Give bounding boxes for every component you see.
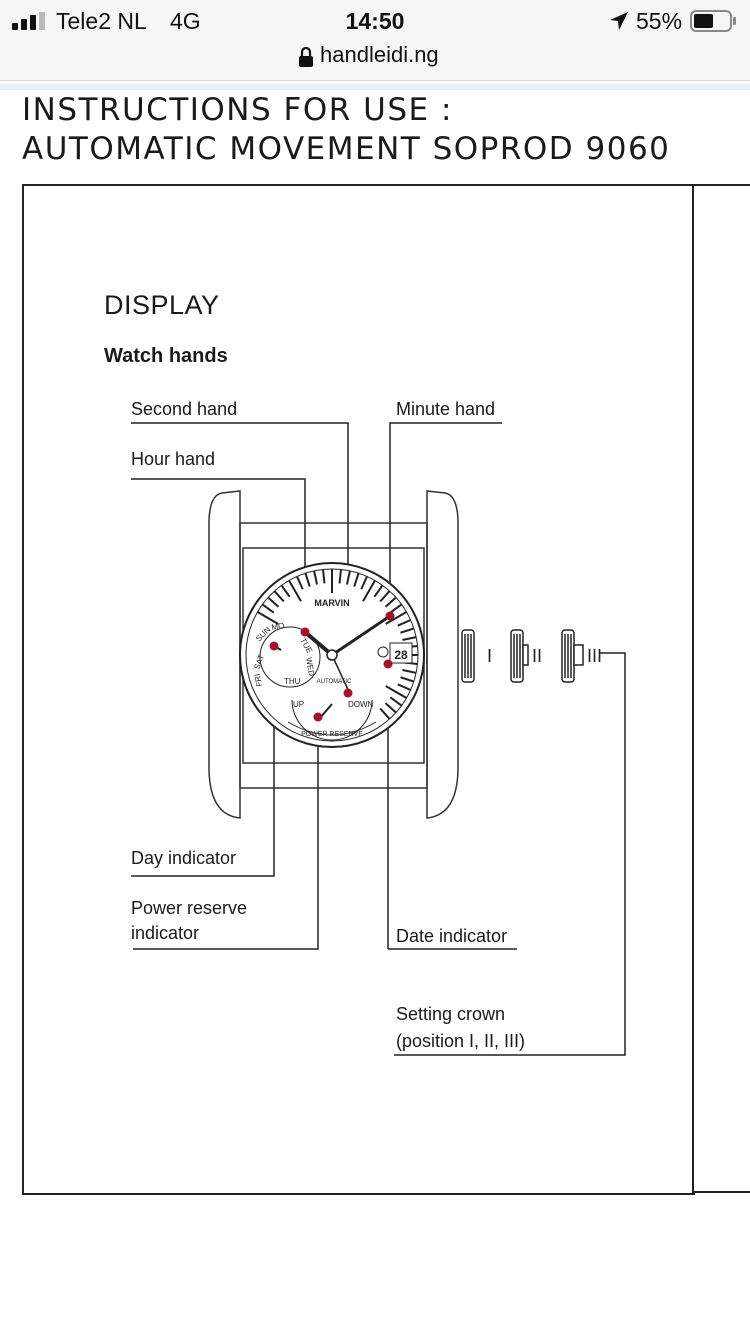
dial-tick [273, 590, 285, 603]
location-arrow-icon [610, 12, 628, 30]
dial-power-up: UP [293, 700, 304, 709]
subsection-title: Watch hands [104, 345, 228, 367]
crown-position-1 [461, 629, 475, 683]
dial-day-thu: THU [284, 677, 301, 686]
url-text[interactable]: handleidi.ng [320, 42, 439, 67]
frame-bottom-continuation [694, 1191, 750, 1193]
dial-tick [402, 668, 417, 674]
label-hour-hand: Hour hand [131, 449, 216, 469]
dial-tick [384, 702, 397, 714]
leader-lines [131, 422, 626, 1056]
power-reserve-marker [313, 712, 323, 722]
label-second-hand: Second hand [131, 399, 238, 419]
label-minute-hand: Minute hand [396, 399, 496, 419]
crown-label-2: II [532, 646, 542, 666]
dial-automatic: AUTOMATIC [317, 679, 352, 685]
dial-tick [338, 569, 342, 584]
dial-tick [345, 570, 351, 585]
dial-tick [313, 570, 319, 585]
second-hand-marker [343, 688, 353, 698]
crown-label-1: I [487, 646, 492, 666]
dial-tick [280, 584, 291, 598]
dial-tick [379, 707, 391, 720]
dial-tick [360, 576, 368, 590]
crown-position-3 [561, 629, 584, 683]
signal-icon [12, 12, 45, 30]
indicator-markers [269, 611, 395, 722]
dial-power-down: DOWN [348, 700, 374, 709]
label-date-indicator: Date indicator [396, 926, 508, 946]
crown-label-3: III [587, 646, 602, 666]
dial-tick [389, 603, 403, 614]
crown-positions [461, 629, 584, 683]
dial-power-reserve: POWER RESERVE [301, 731, 363, 738]
dial-tick [397, 683, 411, 691]
dial-tick [400, 676, 415, 683]
dial-tick [385, 685, 407, 699]
label-power-reserve-1: Power reserve [131, 898, 248, 918]
dial-tick [304, 572, 311, 587]
label-setting-crown-2: (position I, II, III) [396, 1031, 526, 1051]
carrier-name: Tele2 NL [56, 8, 147, 34]
page-title-line-2: AUTOMATIC MOVEMENT SOPROD 9060 [22, 131, 671, 167]
dial-tick [373, 584, 384, 598]
dial-day-mo: MO [271, 621, 285, 632]
page-title-line-1: INSTRUCTIONS FOR USE : [22, 92, 453, 128]
clock: 14:50 [345, 8, 405, 34]
frame-top-continuation [694, 184, 750, 186]
dial-day-fri: FRI [253, 673, 264, 687]
date-indicator-marker [383, 659, 393, 669]
dial-tick [385, 611, 407, 625]
dial-tick [389, 696, 403, 707]
dial-date: 28 [394, 648, 408, 662]
dial-tick [257, 611, 279, 625]
label-setting-crown-1: Setting crown [396, 1004, 506, 1024]
content-frame [22, 184, 695, 1195]
dial-tick [400, 627, 415, 634]
dial-tick [379, 590, 391, 603]
dial-tick [402, 636, 417, 642]
dial-day-wed: WED [304, 657, 316, 677]
dial-tick [397, 619, 411, 627]
dial-brand: MARVIN [314, 598, 349, 608]
frame-divider [692, 184, 694, 1193]
crown-position-2 [510, 629, 529, 683]
dial-tick [384, 596, 397, 608]
network-type: 4G [170, 8, 201, 34]
dial-tick [353, 572, 360, 587]
status-bar: Tele2 NL 4G 14:50 55% [0, 0, 750, 44]
dial-tick [267, 596, 280, 608]
dial-tick [322, 569, 326, 584]
label-day-indicator: Day indicator [131, 848, 237, 868]
label-power-reserve-2: indicator [131, 923, 200, 943]
section-title: DISPLAY [104, 290, 220, 320]
watch-dial [239, 562, 425, 748]
dial-tick [362, 580, 376, 602]
battery-icon [690, 10, 736, 32]
page-top-divider [0, 84, 750, 90]
dial-tick [261, 603, 275, 614]
dial-tick [296, 576, 304, 590]
lock-icon [299, 46, 313, 67]
address-bar[interactable]: handleidi.ng [0, 42, 750, 81]
dial-tick [288, 580, 302, 602]
hour-hand-marker [300, 627, 310, 637]
minute-hand-marker [385, 611, 395, 621]
day-indicator-marker [269, 641, 279, 651]
battery-percent: 55% [636, 8, 683, 34]
